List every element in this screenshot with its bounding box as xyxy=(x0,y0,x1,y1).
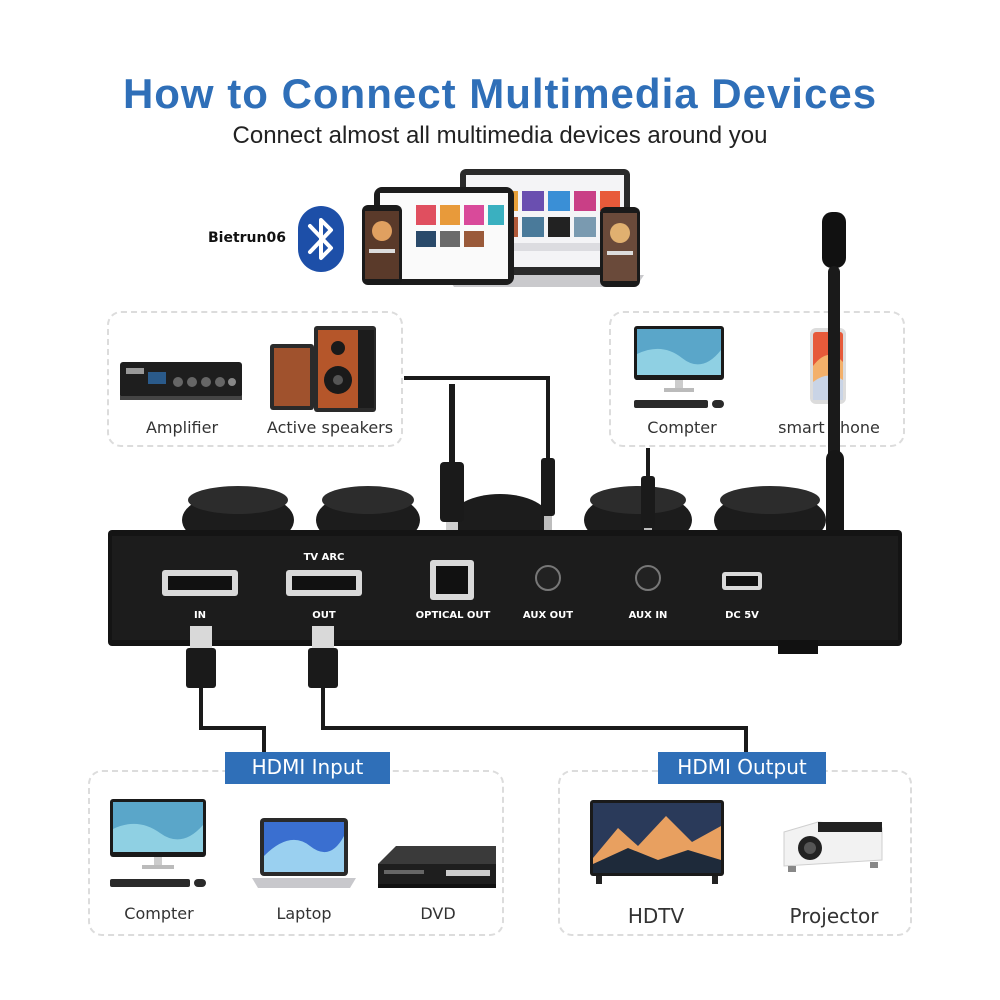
page-subtitle: Connect almost all multimedia devices ar… xyxy=(232,122,768,149)
bluetooth-icon xyxy=(298,206,344,272)
page-title: How to Connect Multimedia Devices xyxy=(122,70,878,117)
amplifier-icon xyxy=(120,362,242,400)
multimedia-devices-illustration xyxy=(362,169,644,287)
computer-label: Compter xyxy=(647,418,717,437)
hdmi-input-cable xyxy=(199,688,266,754)
hdtv-label: HDTV xyxy=(627,904,685,928)
aux-in-label: AUX IN xyxy=(628,610,668,621)
aux-out-port xyxy=(535,565,561,591)
laptop-icon xyxy=(252,818,356,888)
laptop-label: Laptop xyxy=(276,904,332,923)
hdmi-in-label: IN xyxy=(193,610,207,621)
active-speakers-label: Active speakers xyxy=(266,418,394,437)
bluetooth-device-name: Bietrun06 xyxy=(208,230,286,246)
aux-out-label: AUX OUT xyxy=(522,610,574,621)
speakers-icon xyxy=(270,326,376,412)
desktop-computer-icon xyxy=(110,799,206,887)
tv-icon xyxy=(590,800,724,884)
hdmi-out-label: OUT xyxy=(312,610,336,621)
projector-icon xyxy=(783,821,883,872)
projector-label: Projector xyxy=(789,904,879,928)
hdmi-computer-label: Compter xyxy=(124,904,194,923)
desktop-computer-icon xyxy=(634,326,724,408)
aux-in-port xyxy=(635,565,661,591)
hdmi-input-tag: HDMI Input xyxy=(225,752,390,784)
dvd-player-icon xyxy=(378,846,496,888)
dvd-label: DVD xyxy=(420,904,456,923)
hdmi-output-cable xyxy=(321,688,748,754)
amplifier-label: Amplifier xyxy=(145,418,219,437)
tv-arc-label: TV ARC xyxy=(303,552,345,563)
aux-out-cable xyxy=(404,376,550,460)
hdmi-output-tag: HDMI Output xyxy=(658,752,826,784)
dc-5v-label: DC 5V xyxy=(725,610,759,621)
optical-out-label: OPTICAL OUT xyxy=(415,610,491,621)
